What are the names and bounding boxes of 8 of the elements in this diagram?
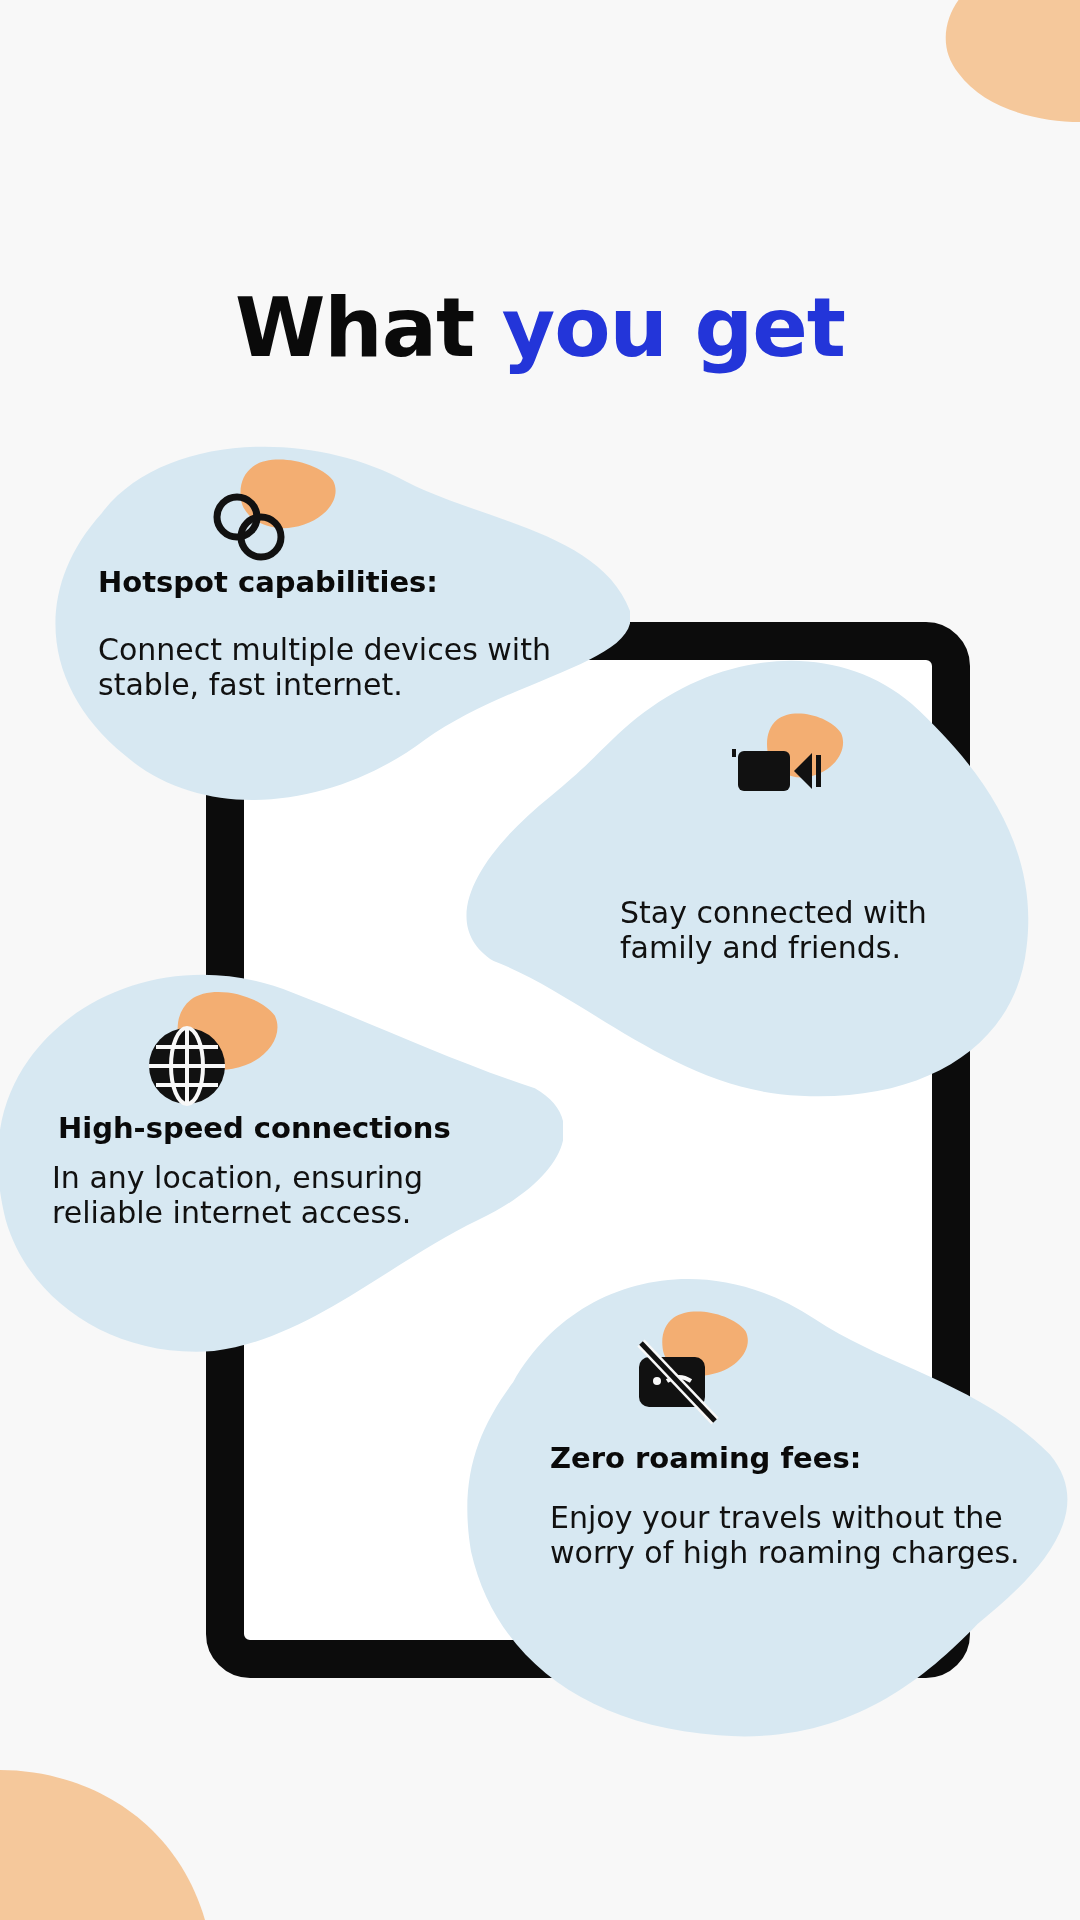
page-title: What you get [233, 280, 847, 375]
feature-description: Connect multiple devices with stable, fast internet. [98, 633, 552, 702]
feature-heading: Zero roaming fees: [550, 1441, 863, 1476]
feature-heading: Hotspot capabilities: [98, 565, 439, 600]
feature-description: Enjoy your travels without the worry of high roaming charges. [550, 1501, 1020, 1570]
feature-description: Stay connected with family and friends. [620, 896, 928, 965]
feature-description: In any location, ensuring reliable internet access. [52, 1161, 425, 1230]
feature-heading: High-speed connections [58, 1111, 452, 1146]
